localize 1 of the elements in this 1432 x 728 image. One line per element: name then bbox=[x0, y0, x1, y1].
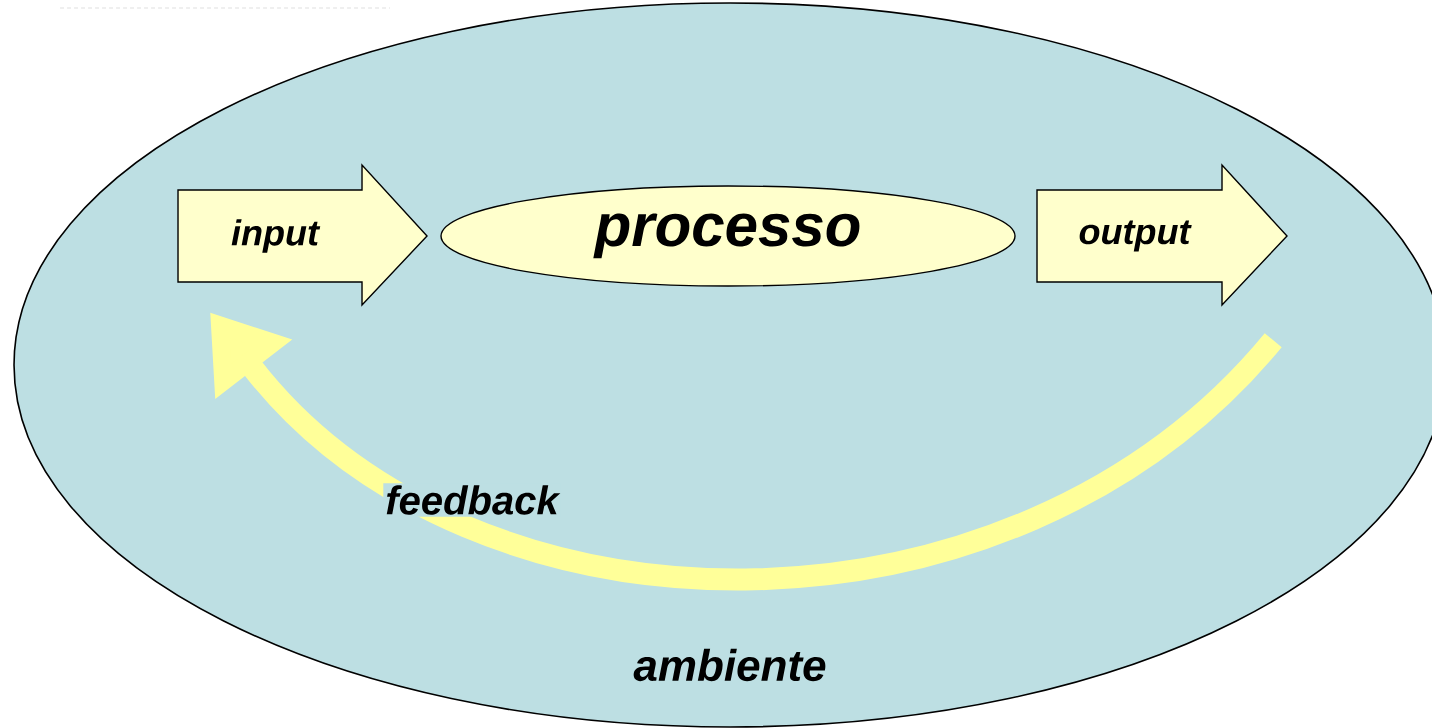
edge-label: feedback bbox=[383, 483, 561, 517]
